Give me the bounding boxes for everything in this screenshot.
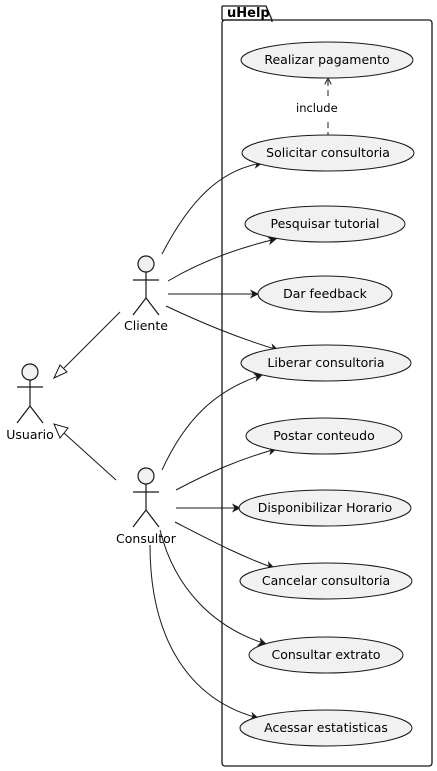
triangle-head-consultor [53,423,69,439]
actor-cliente: Cliente [124,255,168,333]
consultor-cancelar [174,521,275,570]
usecase-realizar-pagamento-label: Realizar pagamento [264,52,389,67]
usecase-cancelar-consultoria: Cancelar consultoria [239,562,413,600]
usecase-pesquisar-tutorial-label: Pesquisar tutorial [270,216,379,231]
include-label: include [296,101,338,115]
usecase-solicitar-consultoria-label: Solicitar consultoria [266,145,390,160]
package-uhelp: uHelp [221,5,433,767]
triangle-head-cliente [52,364,68,380]
actor-consultor: Consultor [116,467,177,546]
actor-usuario: Usuario [6,363,54,442]
generalization-heads [52,364,69,439]
generalization-consultor [63,432,117,481]
associations [63,78,328,721]
consultor-liberar [161,373,263,471]
usecase-solicitar-consultoria: Solicitar consultoria [241,134,415,172]
cliente-solicitar [161,159,263,255]
usecase-disponibilizar-horario-label: Disponibilizar Horario [258,500,392,515]
usecase-liberar-consultoria: Liberar consultoria [240,344,412,382]
usecase-consultar-extrato-label: Consultar extrato [272,647,381,662]
usecase-liberar-consultoria-label: Liberar consultoria [267,355,384,370]
generalization-cliente [63,311,121,369]
cliente-pesquisar [167,236,277,282]
usecase-postar-conteudo: Postar conteudo [245,417,403,455]
actor-usuario-label: Usuario [6,427,54,442]
consultor-extrato [159,529,267,646]
consultor-postar [175,446,277,491]
usecase-acessar-estatisticas-label: Acessar estatisticas [264,720,388,735]
usecase-dar-feedback-label: Dar feedback [283,286,368,301]
usecase-cancelar-consultoria-label: Cancelar consultoria [262,573,390,588]
package-title: uHelp [227,6,270,21]
usecase-realizar-pagamento: Realizar pagamento [240,41,414,79]
actor-cliente-label: Cliente [124,318,168,333]
usecase-postar-conteudo-label: Postar conteudo [273,428,374,443]
usecase-pesquisar-tutorial: Pesquisar tutorial [244,205,406,243]
usecase-dar-feedback: Dar feedback [257,275,393,313]
usecase-consultar-extrato: Consultar extrato [248,636,404,674]
cliente-liberar [165,305,279,352]
usecase-disponibilizar-horario: Disponibilizar Horario [238,489,412,527]
consultor-estatisticas [149,544,259,721]
usecase-acessar-estatisticas: Acessar estatisticas [239,709,413,747]
actor-consultor-label: Consultor [116,531,177,546]
